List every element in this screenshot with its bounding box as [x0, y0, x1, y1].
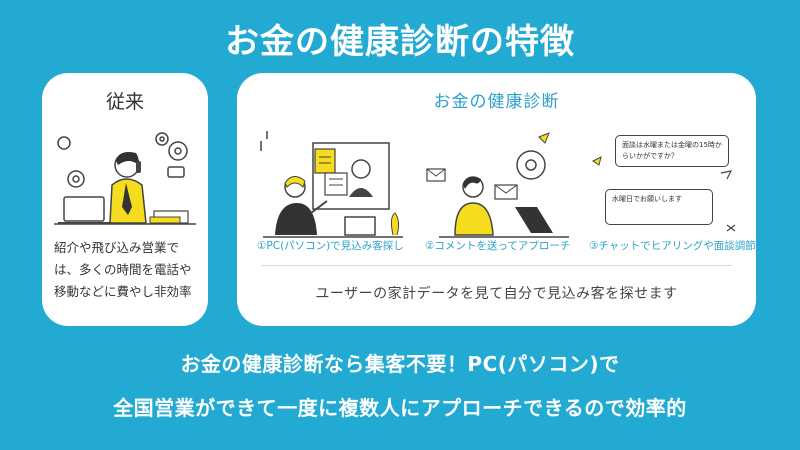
caption-send-comment: ②コメントを送ってアプローチ [425, 240, 571, 252]
chat-decoration [592, 156, 736, 232]
summary-line-1: お金の健康診断なら集客不要！PC(パソコン)で [180, 352, 620, 376]
caption-chat: ③チャットでヒアリングや面談調節 [589, 240, 756, 252]
page-title: お金の健康診断の特徴 [225, 22, 575, 62]
chat-illustration: 面談は水曜または金曜の15時からいかがですか？ 水曜日でお願いします [587, 121, 747, 251]
caption-pc-search: ①PC(パソコン)で見込み客探し [257, 240, 404, 252]
send-comment-illustration [426, 132, 569, 238]
pc-search-illustration [260, 131, 403, 238]
traditional-title: 従来 [105, 91, 144, 113]
traditional-description: 紹介や飛び込み営業では、多くの時間を電話や移動などに費やし非効率 [54, 240, 192, 299]
chat-bubble-question: 面談は水曜または金曜の15時からいかがですか？ [615, 135, 729, 167]
summary-line-2: 全国営業ができて一度に複数人にアプローチできるので効率的 [113, 396, 687, 420]
health-check-title: お金の健康診断 [433, 92, 560, 112]
health-check-card: お金の健康診断 面談は水曜または金曜の [237, 73, 756, 326]
health-check-description: ユーザーの家計データを見て自分で見込み客を探せます [315, 286, 678, 302]
chat-bubble-answer: 水曜日でお願いします [605, 189, 713, 225]
traditional-card: 従来 紹介や飛び込み営業では、多くの時間を電話や移動などに費やし非効率 [42, 73, 208, 326]
divider [261, 265, 732, 266]
busy-salesman-illustration [54, 132, 196, 225]
